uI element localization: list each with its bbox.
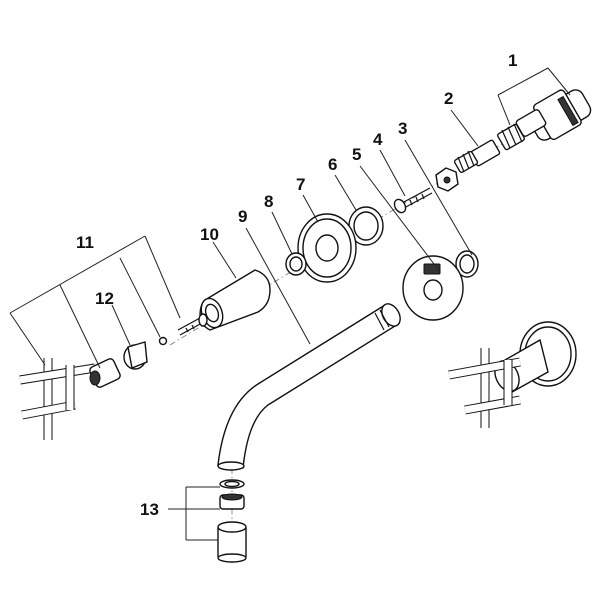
callout-8: 8: [264, 192, 273, 211]
callout-3: 3: [398, 119, 407, 138]
callout-11: 11: [76, 233, 94, 252]
part-5-escutcheon: [402, 255, 464, 321]
part-7-rosette: [297, 213, 357, 283]
callout-7: 7: [296, 175, 305, 194]
part-2-spindle: [435, 139, 501, 192]
part-11-handle: [19, 313, 208, 440]
assembled-valve: [448, 321, 577, 428]
part-8-oring: [285, 252, 307, 276]
part-6-oring: [348, 206, 384, 246]
part-9-spout: [217, 303, 401, 471]
callout-10: 10: [200, 225, 219, 244]
part-13-aerator: [217, 479, 247, 563]
part-4-screw: [393, 187, 433, 214]
part-1-cartridge: [497, 89, 592, 151]
callout-5: 5: [352, 145, 361, 164]
part-12-cap: [123, 336, 168, 370]
part-10-sleeve: [199, 269, 271, 331]
callout-6: 6: [328, 155, 337, 174]
leader-lines: [9, 67, 571, 541]
callout-12: 12: [95, 289, 114, 308]
callout-2: 2: [444, 89, 453, 108]
part-3-oring: [455, 250, 479, 278]
callout-9: 9: [238, 207, 247, 226]
callout-13: 13: [140, 500, 159, 519]
callout-4: 4: [373, 130, 383, 149]
callout-1: 1: [508, 51, 517, 70]
